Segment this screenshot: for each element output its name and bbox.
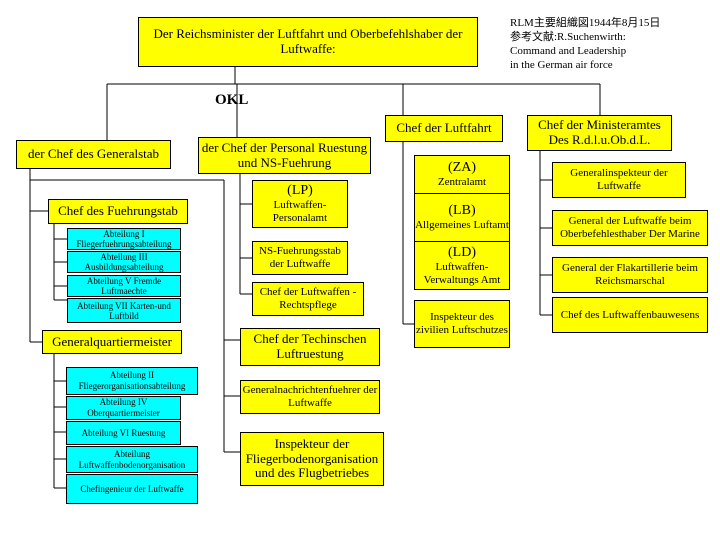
ministeramt-title: Chef der Ministeramtes Des R.d.l.u.Ob.d.… <box>538 117 661 147</box>
reichsminister-box: Der Reichsminister der Luftfahrt und Obe… <box>138 17 478 67</box>
reichsminister-title: Der Reichsminister der Luftfahrt und Obe… <box>153 26 463 56</box>
okl-label: OKL <box>215 92 249 108</box>
dept-label: Abteilung V Fremde Luftmaechte <box>86 276 162 296</box>
luftschutz-title: Inspekteur des zivilien Luftschutzes <box>416 311 508 336</box>
ministeramt-item: Chef des Luftwaffenbauwesens <box>552 297 708 333</box>
za-name: Zentralamt <box>437 176 487 189</box>
personal-title: der Chef der Personal Ruestung und NS-Fu… <box>201 139 368 170</box>
note-line: Command and Leadership <box>510 45 627 57</box>
luftschutz-box: Inspekteur des zivilien Luftschutzes <box>414 300 510 348</box>
techn-ruestung-box: Chef der Techinschen Luftruestung <box>240 328 380 366</box>
za-code: (ZA) <box>448 160 476 176</box>
lp-box: (LP) Luftwaffen-Personalamt <box>252 180 348 228</box>
lb-name: Allgemeines Luftamt <box>415 219 509 232</box>
ministeramt-item: General der Flakartillerie beim Reichsma… <box>552 257 708 293</box>
ministeramt-item: General der Luftwaffe beim Oberbefehlest… <box>552 210 708 246</box>
dept-label: Abteilung III Ausbildungsabteilung <box>84 252 164 272</box>
dept-box: Abteilung II Fliegerorganisationsabteilu… <box>66 367 198 395</box>
techn-ruestung-title: Chef der Techinschen Luftruestung <box>253 331 367 361</box>
za-office: (ZA) Zentralamt <box>415 156 509 194</box>
luftfahrt-offices-box: (ZA) Zentralamt (LB) Allgemeines Luftamt… <box>414 155 510 290</box>
dept-label: Abteilung IV Oberquartiermeister <box>87 397 160 418</box>
nachrichten-box: Generalnachrichtenfuehrer der Luftwaffe <box>240 380 380 414</box>
generalquartiermeister-box: Generalquartiermeister <box>42 330 182 354</box>
ns-fuehrungsstab-title: NS-Fuehrungsstab der Luftwaffe <box>259 245 341 270</box>
lp-name: Luftwaffen-Personalamt <box>272 199 328 224</box>
fuehrungsstab-title: Chef des Fuehrungstab <box>58 203 178 219</box>
ns-fuehrungsstab-box: NS-Fuehrungsstab der Luftwaffe <box>252 241 348 275</box>
note-line: RLM主要組織図1944年8月15日 <box>510 17 661 29</box>
dept-label: Abteilung II Fliegerorganisationsabteilu… <box>78 370 186 391</box>
dept-box: Abteilung V Fremde Luftmaechte <box>67 275 181 297</box>
ministeramt-item-label: General der Luftwaffe beim Oberbefehlest… <box>560 215 700 240</box>
ministeramt-box: Chef der Ministeramtes Des R.d.l.u.Ob.d.… <box>527 115 672 151</box>
ld-office: (LD) Luftwaffen-Verwaltungs Amt <box>415 242 509 289</box>
dept-label: Abteilung I Fliegerfuehrungsabteilung <box>76 229 172 249</box>
ministeramt-item-label: Generalinspekteur der Luftwaffe <box>570 167 668 192</box>
ministeramt-item: Generalinspekteur der Luftwaffe <box>552 162 686 198</box>
luftfahrt-box: Chef der Luftfahrt <box>385 115 503 142</box>
ministeramt-item-label: Chef des Luftwaffenbauwesens <box>560 308 700 321</box>
generalstab-title: der Chef des Generalstab <box>27 146 160 162</box>
fuehrungsstab-box: Chef des Fuehrungstab <box>48 199 188 224</box>
nachrichten-title: Generalnachrichtenfuehrer der Luftwaffe <box>242 384 378 409</box>
reference-note: RLM主要組織図1944年8月15日 参考文献:R.Suchenwirth: C… <box>510 16 660 72</box>
personal-box: der Chef der Personal Ruestung und NS-Fu… <box>198 137 371 174</box>
lb-code: (LB) <box>448 203 476 219</box>
note-line: in the German air force <box>510 59 613 71</box>
dept-box: Abteilung I Fliegerfuehrungsabteilung <box>67 228 181 250</box>
generalstab-box: der Chef des Generalstab <box>16 140 171 169</box>
dept-box: Abteilung III Ausbildungsabteilung <box>67 251 181 273</box>
rechtspflege-box: Chef der Luftwaffen -Rechtspflege <box>252 282 364 316</box>
dept-box: Abteilung IV Oberquartiermeister <box>66 396 181 420</box>
note-line: 参考文献:R.Suchenwirth: <box>510 31 626 43</box>
ld-code: (LD) <box>448 244 476 260</box>
lb-office: (LB) Allgemeines Luftamt <box>415 194 509 242</box>
ministeramt-item-label: General der Flakartillerie beim Reichsma… <box>562 262 698 287</box>
luftfahrt-title: Chef der Luftfahrt <box>396 120 492 136</box>
lp-code: (LP) <box>287 183 313 199</box>
rechtspflege-title: Chef der Luftwaffen -Rechtspflege <box>259 286 357 311</box>
dept-label: Chefingenieur der Luftwaffe <box>80 483 184 494</box>
dept-label: Abteilung VII Karten-und Luftbild <box>77 300 171 321</box>
dept-box: Chefingenieur der Luftwaffe <box>66 474 198 504</box>
dept-label: Abteilung VI Ruestung <box>81 427 166 438</box>
dept-box: Abteilung VII Karten-und Luftbild <box>67 298 181 323</box>
generalquartiermeister-title: Generalquartiermeister <box>52 333 172 349</box>
inspekteur-boden-title: Inspekteur der Fliegerbodenorganisation … <box>245 435 379 481</box>
dept-box: Abteilung Luftwaffenbodenorganisation <box>66 446 198 473</box>
ld-name: Luftwaffen-Verwaltungs Amt <box>423 260 501 286</box>
inspekteur-boden-box: Inspekteur der Fliegerbodenorganisation … <box>240 432 384 486</box>
dept-box: Abteilung VI Ruestung <box>66 421 181 445</box>
dept-label: Abteilung Luftwaffenbodenorganisation <box>78 448 186 470</box>
